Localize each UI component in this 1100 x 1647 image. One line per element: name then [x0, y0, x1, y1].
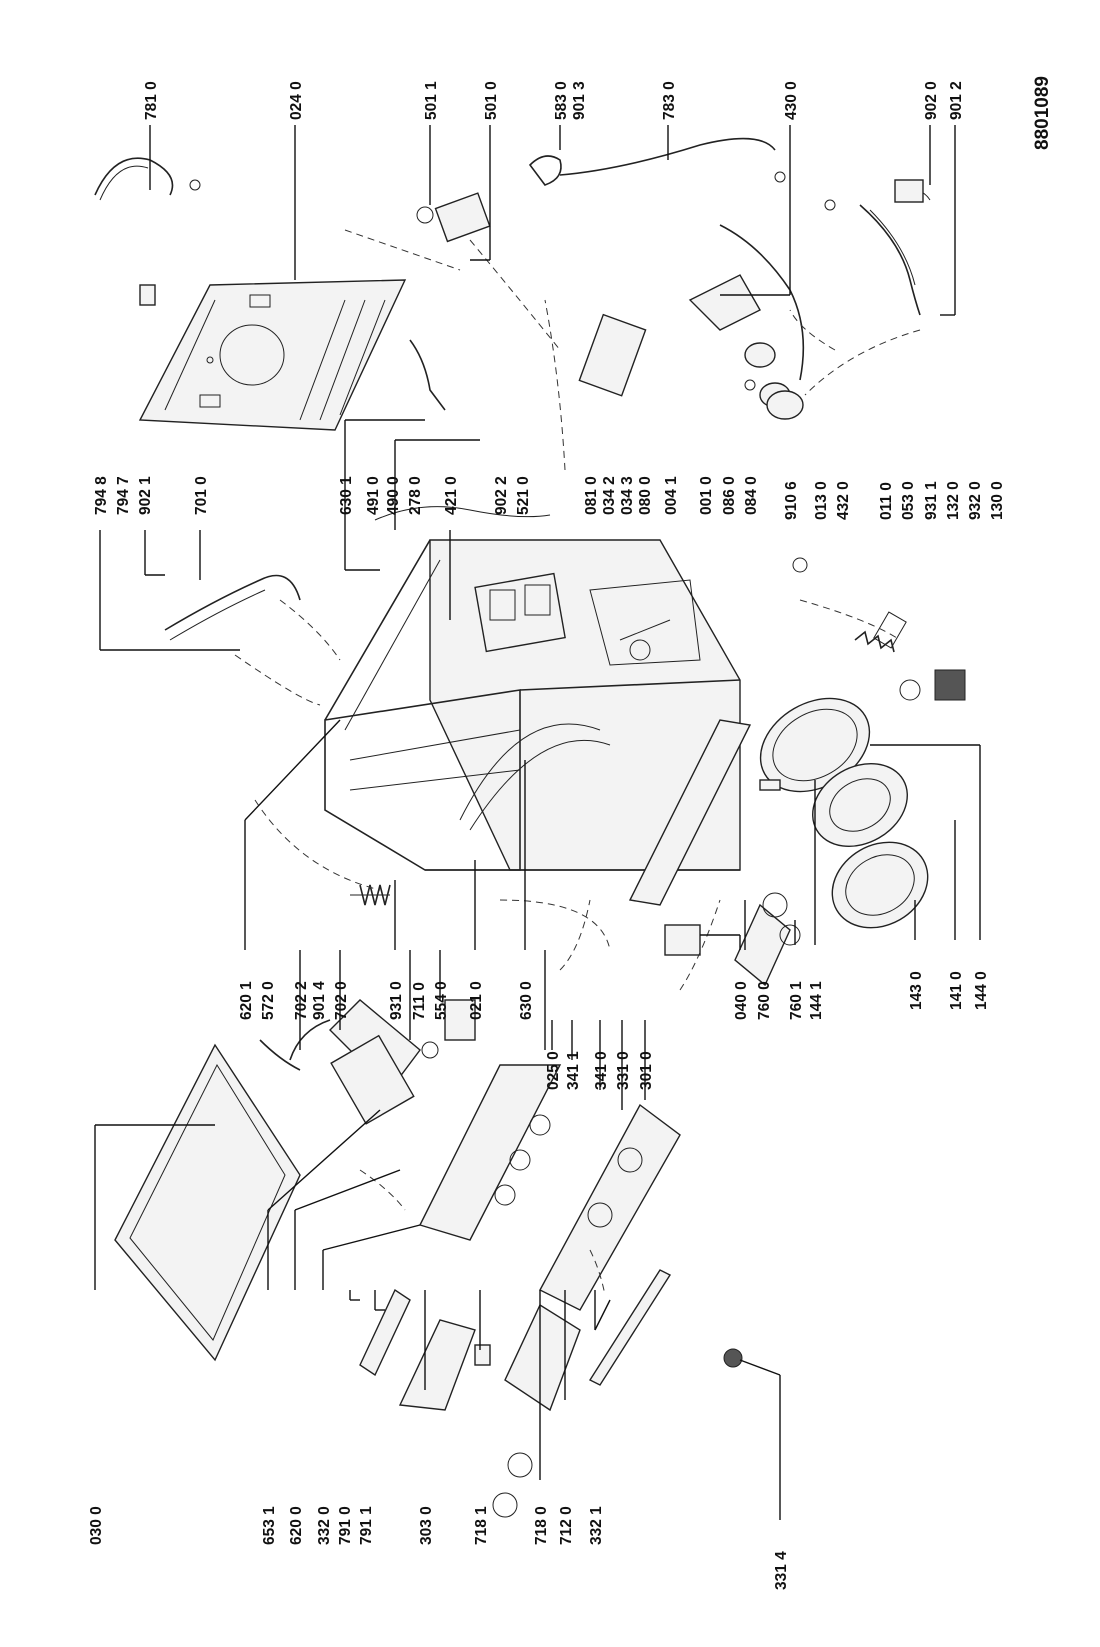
- part-label: 144 1: [808, 981, 825, 1020]
- part-label: 421 0: [443, 476, 460, 515]
- misc-hardware: [189, 171, 836, 1368]
- part-label: 332 0: [316, 1506, 333, 1545]
- door-assembly: [759, 697, 929, 929]
- part-label: 278 0: [407, 476, 424, 515]
- part-label: 144 0: [973, 971, 990, 1010]
- part-label: 053 0: [900, 481, 917, 520]
- part-labels: 781 0 024 0 501 0 501 1 583 0 901 3 783 …: [88, 76, 1053, 1590]
- part-label: 143 0: [908, 971, 925, 1010]
- part-label: 901 4: [311, 981, 328, 1020]
- part-label: 430 0: [783, 81, 800, 120]
- part-label: 034 2: [601, 476, 618, 515]
- part-label: 794 8: [93, 476, 110, 515]
- part-label: 141 0: [948, 971, 965, 1010]
- part-label: 130 0: [989, 481, 1006, 520]
- part-label: 760 1: [788, 981, 805, 1020]
- part-label: 902 1: [137, 476, 154, 515]
- part-label: 711 0: [411, 982, 428, 1020]
- part-label: 701 0: [193, 476, 210, 515]
- part-label: 583 0: [553, 81, 570, 120]
- part-label: 620 0: [288, 1506, 305, 1545]
- part-label: 501 1: [423, 81, 440, 120]
- assembly-lines: [234, 229, 921, 1296]
- part-label: 332 1: [588, 1506, 605, 1545]
- part-label: 630 1: [338, 476, 355, 515]
- hoses: [94, 137, 921, 1071]
- part-label: 902 2: [493, 476, 510, 515]
- part-label: 901 2: [948, 81, 965, 120]
- part-label: 901 3: [571, 81, 588, 120]
- top-cover: [138, 279, 407, 431]
- hinge-parts: [664, 611, 966, 987]
- cabinet-frame: [324, 539, 741, 871]
- part-label: 086 0: [721, 476, 738, 515]
- heater-parts: [139, 155, 647, 521]
- springs: [350, 630, 895, 906]
- part-label: 004 1: [663, 476, 680, 515]
- control-panel: [419, 1064, 681, 1311]
- part-label: 491 0: [365, 476, 382, 515]
- part-label: 490 0: [385, 476, 402, 515]
- part-label: 303 0: [418, 1506, 435, 1545]
- part-label: 791 1: [358, 1506, 375, 1545]
- part-label: 034 3: [619, 476, 636, 515]
- part-label: 718 0: [533, 1506, 550, 1545]
- part-label: 132 0: [945, 481, 962, 520]
- part-label: 021 0: [468, 981, 485, 1020]
- part-label: 025 0: [545, 1051, 562, 1090]
- timer-unit: [329, 999, 476, 1125]
- part-label: 024 0: [288, 81, 305, 120]
- drawing-artwork: [94, 137, 966, 1518]
- part-label: 932 0: [967, 481, 984, 520]
- part-label: 791 0: [337, 1506, 354, 1545]
- part-label: 080 0: [637, 476, 654, 515]
- part-label: 341 0: [593, 1051, 610, 1090]
- part-label: 081 0: [583, 476, 600, 515]
- part-label: 013 0: [813, 481, 830, 520]
- drawing-number: 8801089: [1032, 76, 1053, 150]
- part-label: 040 0: [733, 981, 750, 1020]
- part-label: 301 0: [638, 1051, 655, 1090]
- part-label: 794 7: [115, 476, 132, 515]
- part-label: 011 0: [878, 482, 895, 520]
- part-label: 432 0: [835, 481, 852, 520]
- part-label: 781 0: [143, 81, 160, 120]
- pump-assembly: [688, 179, 931, 420]
- part-label: 712 0: [558, 1506, 575, 1545]
- part-label: 572 0: [260, 981, 277, 1020]
- part-label: 931 1: [923, 481, 940, 520]
- part-label: 931 0: [388, 981, 405, 1020]
- kick-strip: [588, 1269, 672, 1386]
- part-label: 084 0: [743, 476, 760, 515]
- part-label: 630 0: [518, 981, 535, 1020]
- part-label: 501 0: [483, 81, 500, 120]
- part-label: 030 0: [88, 1506, 105, 1545]
- part-label: 001 0: [698, 476, 715, 515]
- part-label: 910 6: [783, 481, 800, 520]
- detergent-drawer: [359, 1288, 581, 1518]
- part-label: 902 0: [923, 81, 940, 120]
- part-label: 702 2: [293, 981, 310, 1020]
- part-label: 521 0: [515, 476, 532, 515]
- part-label: 760 0: [756, 981, 773, 1020]
- part-label: 620 1: [238, 981, 255, 1020]
- top-lid: [114, 1043, 301, 1362]
- part-label: 702 0: [333, 981, 350, 1020]
- part-label: 783 0: [661, 81, 678, 120]
- part-label: 341 1: [565, 1051, 582, 1090]
- part-label: 554 0: [433, 981, 450, 1020]
- part-label: 718 1: [473, 1506, 490, 1545]
- leader-lines: [94, 125, 981, 1520]
- part-label: 653 1: [261, 1506, 278, 1545]
- part-label: 331 0: [615, 1051, 632, 1090]
- front-strip: [628, 719, 752, 906]
- part-label: 331 4: [773, 1551, 790, 1590]
